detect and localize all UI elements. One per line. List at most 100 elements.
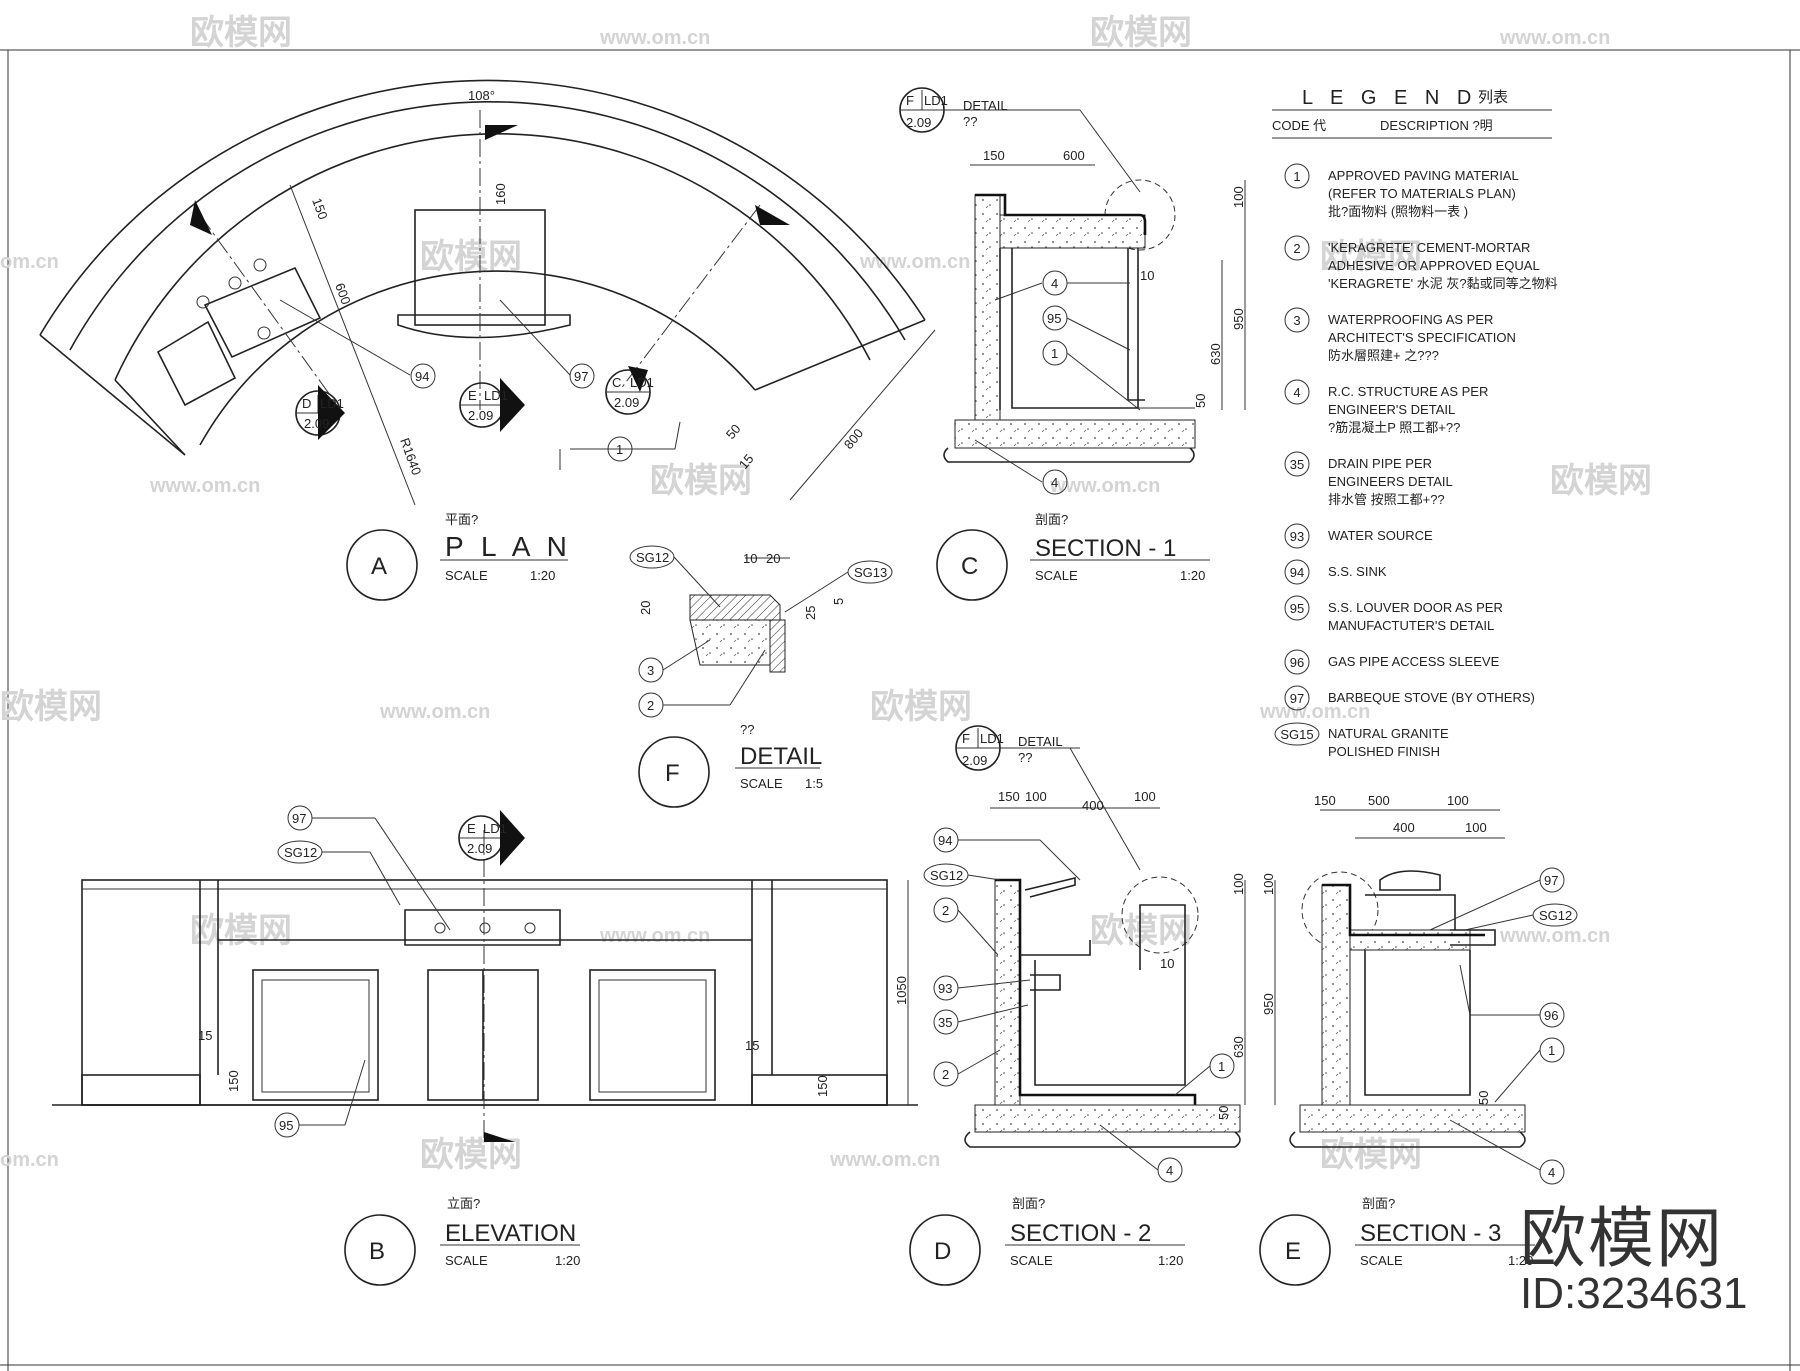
watermark-logo: 欧模网	[190, 14, 292, 52]
legend-description-line: ARCHITECT'S SPECIFICATION	[1328, 330, 1516, 345]
legend-code: 94	[1290, 565, 1304, 580]
legend-code-marker	[1284, 595, 1310, 621]
legend-code: 95	[1290, 601, 1304, 616]
elev-dim-15b: 15	[745, 1038, 759, 1053]
s2-dim-630: 630	[1231, 1036, 1246, 1058]
s2-callout-4: 4	[1099, 1124, 1183, 1183]
plan-ref-e: E LD1 2.09	[459, 378, 525, 432]
legend-item: 97 BARBEQUE STOVE (BY OTHERS)	[1284, 685, 1535, 711]
legend-col-code: CODE 代	[1272, 118, 1326, 133]
svg-text:F: F	[962, 731, 970, 746]
legend-description-line: APPROVED PAVING MATERIAL	[1328, 168, 1519, 183]
legend-code-marker	[1284, 451, 1310, 477]
s2-callout-1: 1	[1174, 1053, 1235, 1096]
svg-text:95: 95	[279, 1118, 293, 1133]
svg-text:1:20: 1:20	[530, 568, 555, 583]
watermark-logo: 欧模网	[1090, 912, 1192, 950]
elev-dim-150b: 150	[815, 1075, 830, 1097]
s2-dim-50: 50	[1216, 1106, 1231, 1120]
plan-dim-160: 160	[493, 183, 508, 205]
s3-callout-97: 97	[1429, 867, 1565, 931]
elev-dim-1050: 1050	[894, 976, 909, 1005]
s3-dim-400: 400	[1393, 820, 1415, 835]
watermark-url: www.om.cn	[1499, 925, 1610, 947]
svg-text:2: 2	[647, 698, 654, 713]
watermark-logo: 欧模网	[420, 238, 522, 276]
svg-text:剖面?: 剖面?	[1012, 1196, 1045, 1211]
svg-text:LD1: LD1	[483, 821, 507, 836]
legend-description-line: BARBEQUE STOVE (BY OTHERS)	[1328, 690, 1535, 705]
s2-callout-35: 35	[933, 1004, 1029, 1035]
louver-door-right	[589, 969, 716, 1101]
svg-text:2.09: 2.09	[467, 841, 492, 856]
s1-callout-4a: 4	[994, 270, 1130, 301]
svg-text:3: 3	[647, 663, 654, 678]
plan-callout-94: 94	[279, 299, 436, 389]
s3-callout-4: 4	[1449, 1119, 1565, 1185]
s1-dim-600: 600	[1063, 148, 1085, 163]
plan-dim-150: 150	[309, 196, 331, 222]
legend-code-marker	[1284, 685, 1310, 711]
s3-dim-500: 500	[1368, 793, 1390, 808]
svg-text:SCALE: SCALE	[1035, 568, 1078, 583]
legend-code: 35	[1290, 457, 1304, 472]
detail-view: 10 20 20 25 5 SG12 SG13 3 2 F	[629, 545, 893, 808]
svg-text:SCALE: SCALE	[445, 1253, 488, 1268]
legend-code-marker	[1284, 235, 1310, 261]
legend-title-cn: 列表	[1478, 89, 1508, 106]
section3-title: SECTION - 3	[1360, 1220, 1501, 1247]
watermark-logo: 欧模网	[1320, 238, 1422, 276]
svg-text:4: 4	[1051, 276, 1058, 291]
svg-text:LD1: LD1	[924, 93, 948, 108]
watermark-url: om.cn	[0, 251, 59, 273]
svg-text:93: 93	[938, 981, 952, 996]
legend-description-line: WATER SOURCE	[1328, 528, 1433, 543]
svg-text:F: F	[665, 760, 680, 787]
svg-text:SCALE: SCALE	[1010, 1253, 1053, 1268]
section3-title-block: E 剖面? SECTION - 3 SCALE 1:20	[1259, 1196, 1535, 1286]
plan-angle-dim: 108°	[468, 88, 495, 103]
watermarks: 欧模网 www.om.cn 欧模网 www.om.cn om.cn 欧模网 ww…	[0, 14, 1652, 1174]
section1-title-block: C 剖面? SECTION - 1 SCALE 1:20	[936, 512, 1210, 601]
plan-dim-600: 600	[332, 281, 354, 307]
svg-text:SG12: SG12	[636, 550, 669, 565]
svg-text:立面?: 立面?	[447, 1196, 480, 1211]
legend-description-line: ADHESIVE OR APPROVED EQUAL	[1328, 258, 1540, 273]
legend-description-line: ?筋混凝土P 照工都+??	[1328, 420, 1460, 435]
svg-text:4: 4	[1166, 1163, 1173, 1178]
legend-description-line: 防水層照建+ 之???	[1328, 348, 1439, 363]
svg-text:2.09: 2.09	[468, 408, 493, 423]
svg-text:DETAIL: DETAIL	[963, 98, 1008, 113]
svg-text:1:5: 1:5	[805, 776, 823, 791]
s1-callout-1: 1	[1042, 340, 1141, 411]
s2-dim-10: 10	[1160, 956, 1174, 971]
svg-text:LD1: LD1	[630, 375, 654, 390]
svg-text:F: F	[906, 93, 914, 108]
detail-callout-3: 3	[638, 639, 711, 683]
s2-callout-sg12: SG12	[923, 863, 1001, 887]
svg-text:94: 94	[415, 369, 429, 384]
elev-ref-e: E LD1 2.09	[458, 810, 525, 866]
watermark-logo: 欧模网	[1320, 1136, 1422, 1174]
s2-callout-94: 94	[933, 827, 1081, 881]
legend-description-line: 排水管 按照工都+??	[1328, 492, 1445, 507]
watermark-logo: 欧模网	[1550, 462, 1652, 500]
watermark-logo: 欧模网	[650, 462, 752, 500]
louver-door-left	[252, 969, 379, 1101]
s3-dim-100b: 100	[1465, 820, 1487, 835]
detail-callout-2: 2	[638, 649, 766, 718]
legend-code: 97	[1290, 691, 1304, 706]
watermark-url: www.om.cn	[599, 27, 710, 49]
detail-title-block: F ?? DETAIL SCALE 1:5	[638, 722, 823, 808]
svg-text:1:20: 1:20	[1158, 1253, 1183, 1268]
elev-dim-150a: 150	[226, 1070, 241, 1092]
svg-text:94: 94	[938, 833, 952, 848]
plan-title: P L A N	[445, 531, 572, 562]
brand-id: ID:3234631	[1520, 1269, 1748, 1318]
svg-text:1:20: 1:20	[1180, 568, 1205, 583]
watermark-logo: 欧模网	[420, 1136, 522, 1174]
